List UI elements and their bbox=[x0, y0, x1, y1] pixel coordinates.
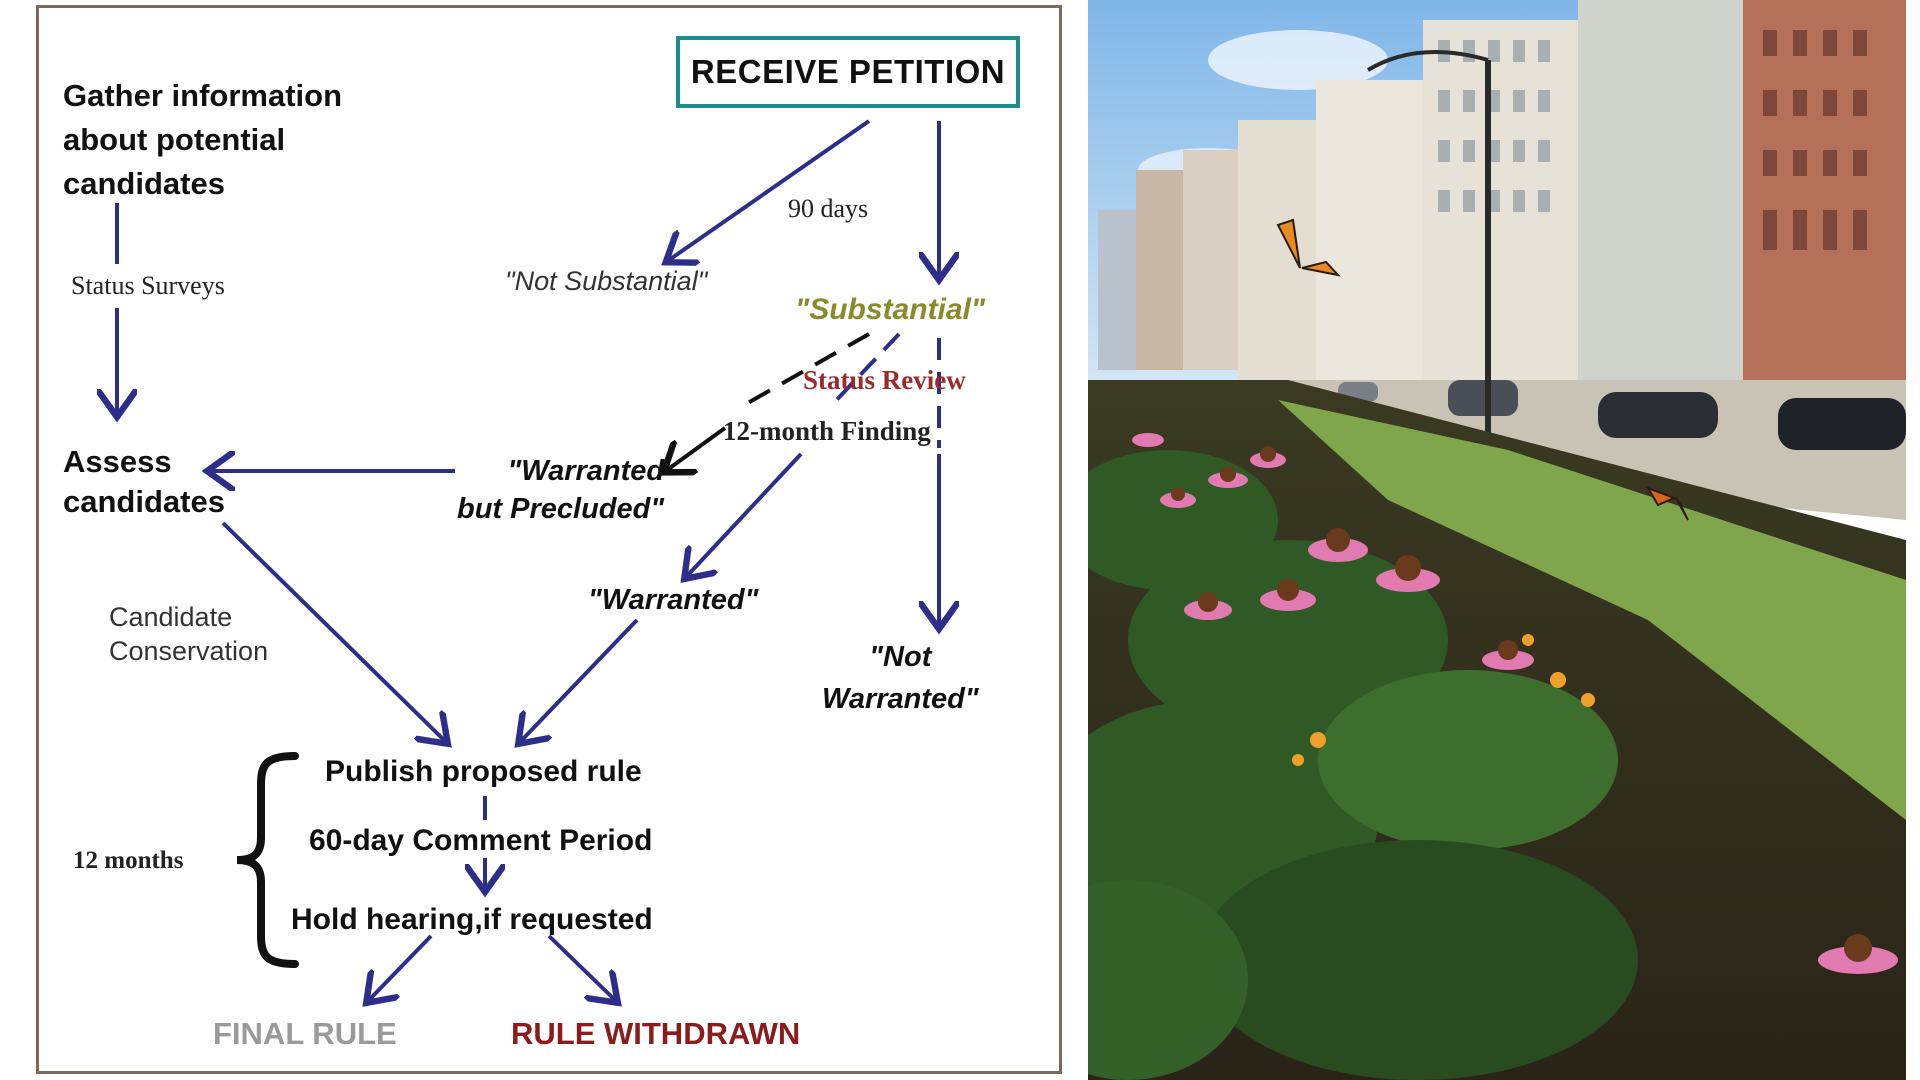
photo-illustration bbox=[1088, 0, 1906, 1080]
arrow-finding-to-precluded bbox=[667, 426, 727, 470]
grass bbox=[1278, 400, 1906, 820]
receive-petition-box: RECEIVE PETITION bbox=[676, 36, 1020, 108]
gather-info-label: Gather information about potential candi… bbox=[63, 78, 343, 201]
publish-proposed-rule-label: Publish proposed rule bbox=[325, 755, 642, 788]
city-buildings bbox=[1098, 0, 1906, 400]
warranted-label: "Warranted" bbox=[588, 584, 759, 616]
ninety-days-label: 90 days bbox=[788, 194, 869, 223]
dash-substantial-mid bbox=[827, 332, 901, 410]
flowchart-panel: Gather information about potential candi… bbox=[36, 5, 1062, 1074]
status-review-label: Status Review bbox=[803, 365, 966, 395]
arrow-hearing-to-withdrawn bbox=[547, 934, 615, 1000]
status-surveys-label: Status Surveys bbox=[71, 271, 225, 300]
not-substantial-label: "Not Substantial" bbox=[505, 266, 708, 296]
brace-twelve-months bbox=[236, 752, 299, 968]
twelve-months-label: 12 months bbox=[73, 847, 184, 874]
dash-substantial-left bbox=[738, 332, 870, 410]
butterfly-upper bbox=[1276, 218, 1341, 277]
comment-period-label: 60-day Comment Period bbox=[309, 824, 653, 857]
orange-flowers bbox=[1292, 634, 1595, 766]
twelve-month-finding-label: 12-month Finding bbox=[723, 416, 931, 446]
not-warranted-label: "Not Warranted" bbox=[822, 641, 979, 715]
arrow-hearing-to-final-rule bbox=[369, 934, 433, 1000]
arrow-finding-to-warranted bbox=[687, 452, 803, 576]
flowchart-arrows bbox=[39, 119, 1065, 1077]
cars bbox=[1338, 380, 1906, 450]
rule-withdrawn-label: RULE WITHDRAWN bbox=[511, 1016, 801, 1051]
assess-candidates-label: Assess candidates bbox=[63, 444, 225, 519]
arrow-assess-to-publish bbox=[221, 521, 445, 741]
coneflowers bbox=[1132, 433, 1898, 974]
candidate-conservation-label: Candidate Conservation bbox=[109, 602, 269, 666]
arrow-warranted-to-publish bbox=[521, 618, 639, 741]
substantial-label: "Substantial" bbox=[795, 293, 986, 326]
hold-hearing-label: Hold hearing,if requested bbox=[291, 903, 653, 936]
final-rule-label: FINAL RULE bbox=[213, 1016, 397, 1051]
warranted-but-precluded-label: "Warranted but Precluded" bbox=[457, 455, 665, 525]
arrow-petition-to-not-substantial bbox=[669, 119, 871, 260]
butterfly-lower bbox=[1645, 486, 1689, 521]
street-garden-photo bbox=[1088, 0, 1906, 1080]
